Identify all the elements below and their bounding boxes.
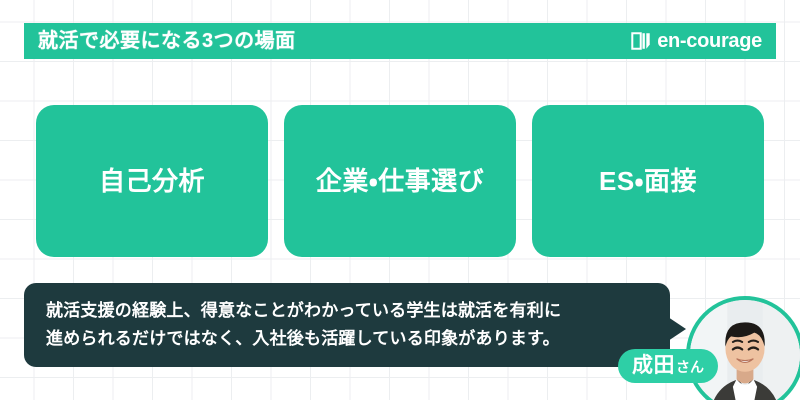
speaker-name-badge: 成田 さん [618, 349, 718, 383]
avatar [686, 296, 800, 400]
brand-name: en-courage [657, 30, 762, 52]
header-banner: 就活で必要になる3つの場面 en-courage [24, 23, 776, 59]
scene-card-1: 自己分析 [36, 105, 268, 257]
brand-logo: en-courage [630, 30, 762, 52]
scene-card-group: 自己分析 企業・仕事選び ES・面接 [36, 105, 764, 257]
scene-card-2: 企業・仕事選び [284, 105, 516, 257]
page-title: 就活で必要になる3つの場面 [38, 30, 296, 52]
scene-card-label: 自己分析 [98, 165, 205, 196]
book-logo-icon [630, 30, 652, 52]
quote-line-1: 就活支援の経験上、得意なことがわかっている学生は就活を有利に [46, 301, 562, 320]
speaker-honorific: さん [676, 359, 704, 375]
scene-card-label: 企業・仕事選び [315, 165, 485, 196]
scene-card-3: ES・面接 [532, 105, 764, 257]
quote-line-2: 進められるだけではなく、入社後も活躍している印象があります。 [46, 329, 560, 349]
quote-bubble: 就活支援の経験上、得意なことがわかっている学生は就活を有利に 進められるだけでは… [24, 283, 670, 367]
quote-bubble-tail [668, 317, 686, 341]
scene-card-label: ES・面接 [598, 165, 698, 196]
speaker-name: 成田 [632, 354, 675, 377]
